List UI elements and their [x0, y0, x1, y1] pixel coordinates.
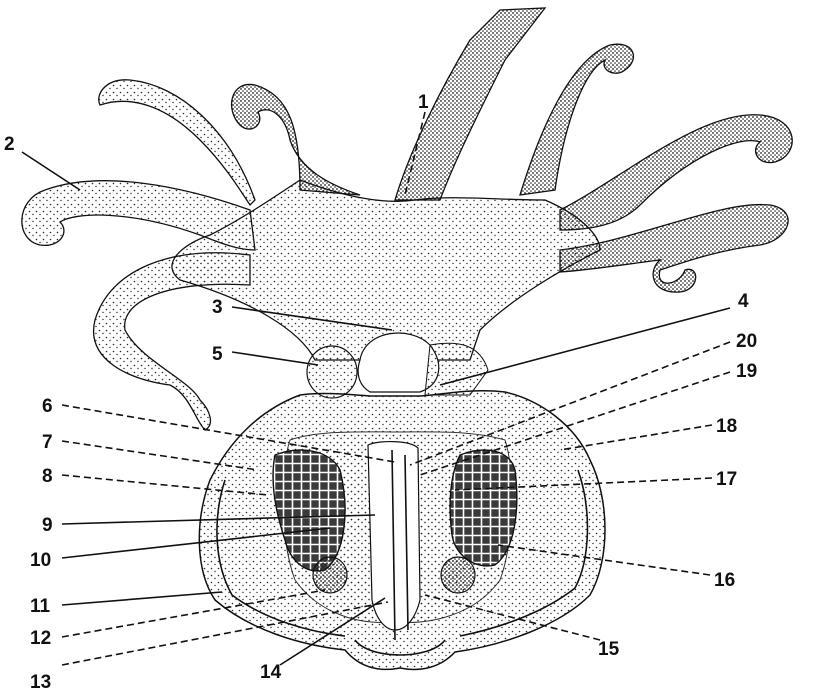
leader-11: [62, 592, 222, 605]
label-2: 2: [4, 134, 15, 155]
right-branchial-heart: [441, 557, 475, 593]
label-17: 17: [716, 469, 737, 490]
label-9: 9: [42, 515, 53, 536]
label-14: 14: [260, 662, 282, 683]
right-gill: [450, 450, 517, 566]
left-branchial-heart: [313, 557, 347, 593]
label-8: 8: [42, 466, 53, 487]
label-4: 4: [738, 291, 749, 312]
mantle: [199, 391, 605, 670]
label-15: 15: [598, 639, 620, 660]
left-eye-bulge: [307, 346, 357, 398]
label-5: 5: [212, 344, 223, 365]
label-20: 20: [736, 331, 757, 352]
label-7: 7: [42, 432, 53, 453]
arm-upper-right: [520, 44, 633, 195]
label-16: 16: [714, 570, 735, 591]
label-10: 10: [30, 550, 51, 571]
label-18: 18: [716, 416, 737, 437]
label-19: 19: [736, 361, 757, 382]
label-13: 13: [30, 672, 51, 692]
arm-upper-left: [232, 84, 360, 195]
label-6: 6: [42, 396, 53, 417]
label-3: 3: [212, 297, 223, 318]
label-1: 1: [418, 92, 429, 113]
label-12: 12: [30, 628, 51, 649]
label-11: 11: [30, 596, 51, 617]
leader-2: [22, 152, 80, 190]
neck-right: [425, 343, 488, 395]
leader-5: [232, 352, 318, 365]
